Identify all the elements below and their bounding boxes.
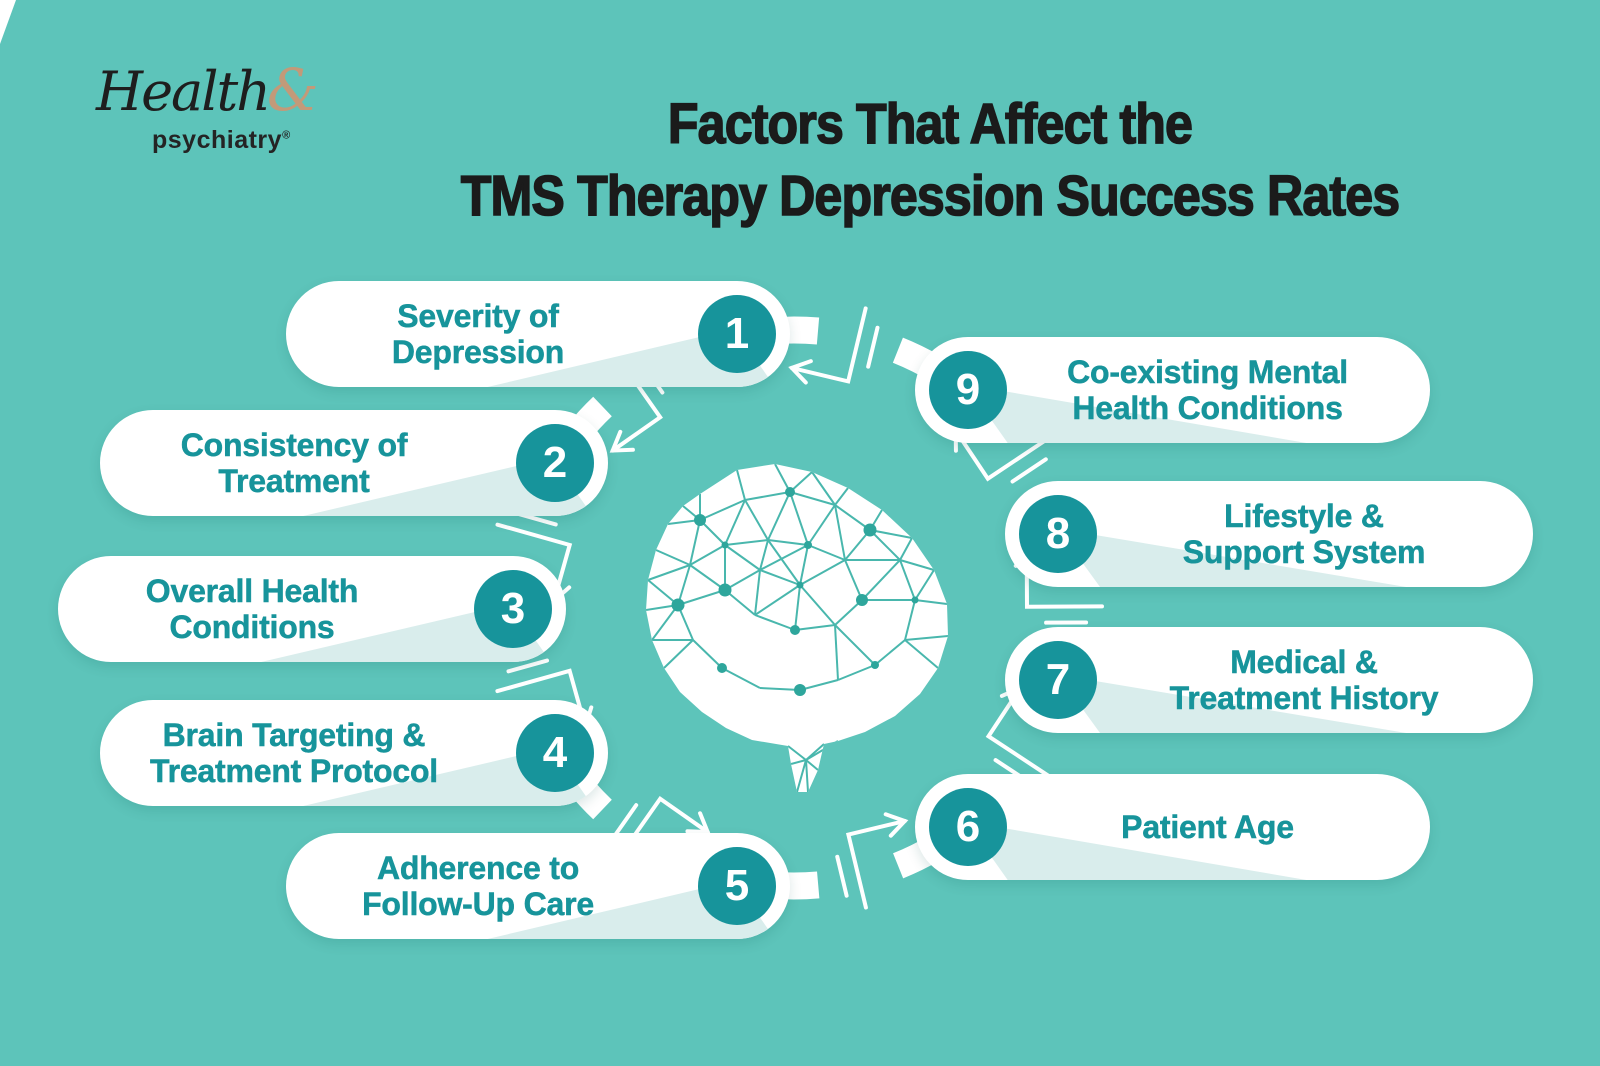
- factor-label: Co-existing Mental Health Conditions: [1067, 353, 1349, 426]
- page-title: Factors That Affect the TMS Therapy Depr…: [437, 88, 1423, 232]
- factor-number-badge: 6: [929, 788, 1007, 866]
- factor-number-badge: 4: [516, 714, 594, 792]
- factor-label: Severity of Depression: [391, 297, 565, 370]
- page-title-line2: TMS Therapy Depression Success Rates: [460, 163, 1401, 229]
- factor-number-badge: 1: [698, 295, 776, 373]
- factor-pill-6: Patient Age 6: [915, 774, 1430, 880]
- factor-pill-9: Co-existing Mental Health Conditions 9: [915, 337, 1430, 443]
- factor-pill-8: Lifestyle & Support System 8: [1005, 481, 1533, 587]
- factor-pill-1: Severity of Depression 1: [286, 281, 790, 387]
- brand-logo-wordmark: Health&: [96, 56, 346, 124]
- flow-arrow: [835, 812, 909, 910]
- brand-name-sub: psychiatry®: [152, 126, 291, 154]
- brand-logo: Health& psychiatry®: [96, 56, 346, 155]
- brain-network-icon: [646, 464, 948, 792]
- brand-name-script: Health: [96, 60, 271, 123]
- factor-number-badge: 2: [516, 424, 594, 502]
- factor-label: Adherence to Follow-Up Care: [362, 849, 595, 922]
- factor-pill-7: Medical & Treatment History 7: [1005, 627, 1533, 733]
- factor-label: Lifestyle & Support System: [1182, 497, 1426, 570]
- factor-label: Medical & Treatment History: [1169, 643, 1439, 716]
- factor-number-badge: 7: [1019, 641, 1097, 719]
- factor-number-badge: 8: [1019, 495, 1097, 573]
- factor-pill-4: Brain Targeting & Treatment Protocol 4: [100, 700, 608, 806]
- factor-pill-5: Adherence to Follow-Up Care 5: [286, 833, 790, 939]
- flow-arrow: [788, 306, 880, 385]
- factor-number-badge: 9: [929, 351, 1007, 429]
- registered-mark: ®: [282, 129, 291, 142]
- factor-number-badge: 5: [698, 847, 776, 925]
- factor-label: Patient Age: [1121, 808, 1294, 846]
- factor-pill-2: Consistency of Treatment 2: [100, 410, 608, 516]
- factor-number-badge: 3: [474, 570, 552, 648]
- factor-pill-3: Overall Health Conditions 3: [58, 556, 566, 662]
- factor-label: Consistency of Treatment: [180, 426, 408, 499]
- factor-label: Overall Health Conditions: [145, 572, 359, 645]
- brand-ampersand: &: [267, 56, 319, 124]
- page-title-line1: Factors That Affect the: [667, 91, 1193, 157]
- factor-label: Brain Targeting & Treatment Protocol: [149, 716, 439, 789]
